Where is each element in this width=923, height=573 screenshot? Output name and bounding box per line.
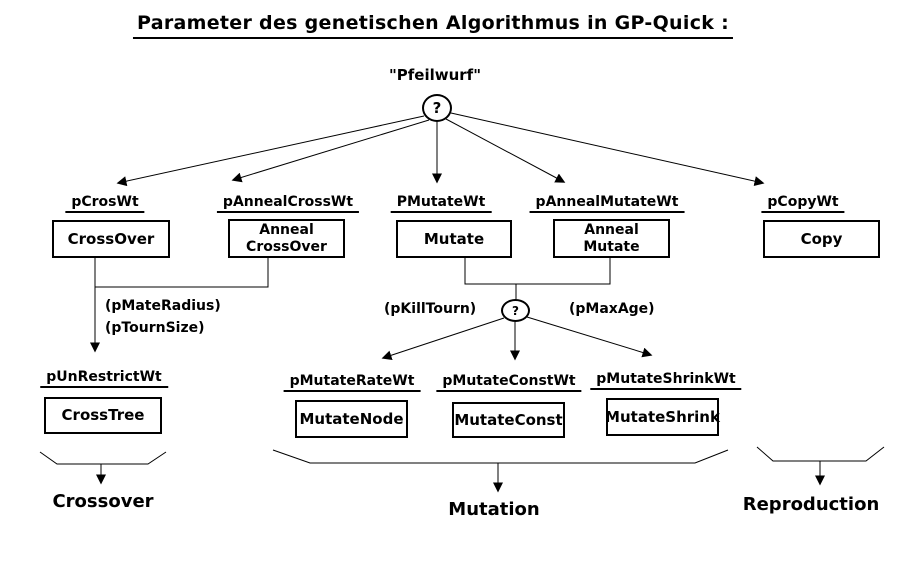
group-label-crossover: Crossover [52, 491, 154, 512]
box-copy: Copy [763, 220, 880, 258]
group-label-reproduction: Reproduction [742, 494, 880, 515]
param-punrestrictwt: pUnRestrictWt [40, 369, 168, 388]
param-pmutateconstwt: pMutateConstWt [436, 373, 582, 392]
crossover-merge-connector [90, 258, 269, 353]
param-pannealmutatewt: pAnnealMutateWt [529, 194, 685, 213]
root-selector-circle: ? [422, 94, 452, 122]
box-mutatenode: MutateNode [295, 400, 408, 438]
box-crosstree: CrossTree [44, 397, 162, 434]
group-label-mutation: Mutation [448, 499, 540, 520]
root-fanout-arrows [116, 112, 765, 187]
mutation-brace [272, 449, 729, 493]
param-pmateradius: (pMateRadius) [105, 298, 221, 314]
box-mutateshrink: MutateShrink [605, 398, 720, 436]
reproduction-brace [756, 446, 885, 486]
param-ptournsize: (pTournSize) [105, 320, 205, 336]
param-pcroswt: pCrosWt [65, 194, 145, 213]
pfeilwurf-label: "Pfeilwurf" [388, 66, 482, 84]
box-mutateconst: MutateConst [452, 402, 565, 438]
param-pmutateratewt: pMutateRateWt [283, 373, 421, 392]
question-mark-icon: ? [512, 303, 519, 318]
mutate-merge-connector [464, 258, 611, 299]
box-anneal-crossover: Anneal CrossOver [228, 219, 345, 258]
param-pkilltourn: (pKillTourn) [384, 301, 477, 317]
diagram-title: Parameter des genetischen Algorithmus in… [132, 12, 734, 39]
box-crossover: CrossOver [52, 220, 170, 258]
param-pmaxage: (pMaxAge) [569, 301, 655, 317]
question-mark-icon: ? [432, 99, 442, 117]
box-mutate: Mutate [396, 220, 512, 258]
param-pannealcrosswt: pAnnealCrossWt [216, 194, 360, 213]
param-pcopywt: pCopyWt [761, 194, 845, 213]
param-pmutatewt: PMutateWt [390, 194, 492, 213]
box-anneal-mutate: Anneal Mutate [553, 219, 670, 258]
crossover-brace [39, 451, 167, 485]
param-pmutateshrinkwt: pMutateShrinkWt [590, 371, 742, 390]
mutation-selector-circle: ? [501, 299, 530, 322]
mutation-fanout-arrows [381, 316, 653, 361]
